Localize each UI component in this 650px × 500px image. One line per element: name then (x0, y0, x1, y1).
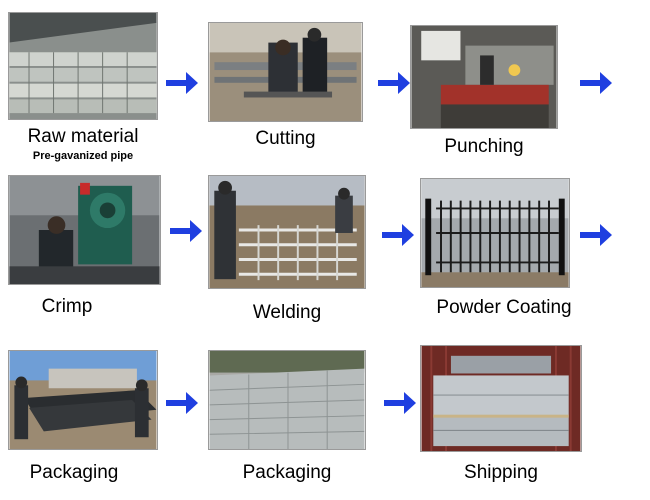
coated-fence-photo (421, 179, 569, 287)
step-6-photo (420, 178, 570, 288)
container-loading-photo (421, 346, 581, 451)
arrow-right-icon (170, 218, 202, 244)
step-9-photo (420, 345, 582, 452)
step-4-photo (8, 175, 161, 285)
step-1-photo (8, 12, 158, 120)
arrow-right-icon (382, 222, 414, 248)
pipe-cutting-photo (209, 23, 362, 121)
step-1-sublabel: Pre-gavanized pipe (32, 150, 134, 162)
step-8-label: Packaging (242, 462, 332, 483)
arrow-right-icon (166, 70, 198, 96)
fence-panels-yard-photo (9, 351, 157, 449)
crimp-press-photo (9, 176, 160, 284)
step-7-label: Packaging (29, 462, 119, 483)
arrow-right-icon (384, 390, 416, 416)
step-5-label: Welding (252, 302, 322, 323)
step-3-label: Punching (444, 136, 524, 157)
step-2-photo (208, 22, 363, 122)
step-2-label: Cutting (255, 128, 316, 149)
pipe-stack-photo (9, 13, 157, 119)
step-3-photo (410, 25, 558, 129)
arrow-right-icon (580, 70, 612, 96)
step-6-label: Powder Coating (436, 297, 572, 318)
arrow-right-icon (378, 70, 410, 96)
step-4-label: Crimp (41, 296, 93, 317)
arrow-right-icon (166, 390, 198, 416)
arrow-right-icon (580, 222, 612, 248)
welding-photo (209, 176, 365, 288)
step-8-photo (208, 350, 366, 450)
punching-machine-photo (411, 26, 557, 128)
step-9-label: Shipping (464, 462, 538, 483)
wrapped-stack-photo (209, 351, 365, 449)
step-5-photo (208, 175, 366, 289)
step-7-photo (8, 350, 158, 450)
step-1-label: Raw material (27, 126, 139, 147)
